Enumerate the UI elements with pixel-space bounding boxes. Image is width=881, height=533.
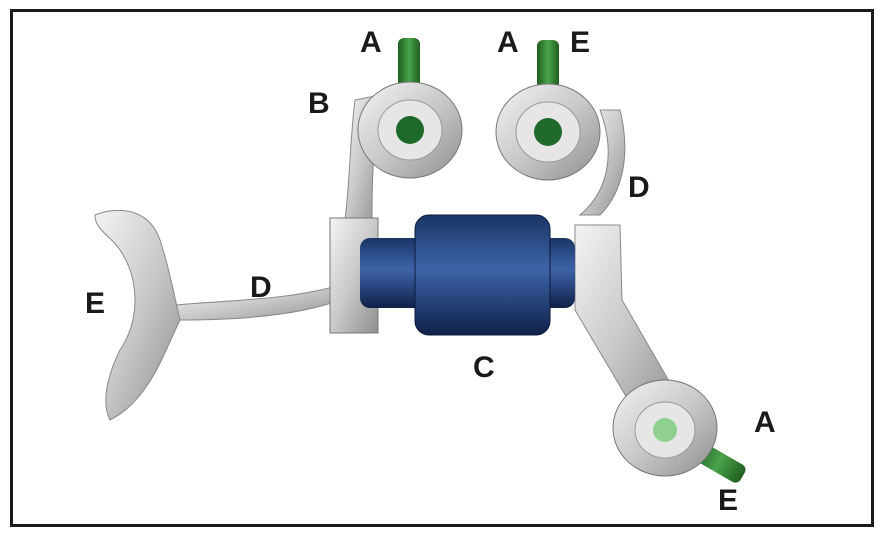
arm-right-upper	[578, 109, 626, 216]
label-a-bottom: A	[754, 406, 776, 439]
label-d-right: D	[628, 171, 650, 204]
ring-top-right	[495, 83, 601, 181]
ring-bottom	[612, 379, 718, 477]
screw-top-right	[537, 40, 559, 90]
label-e-bottom: E	[718, 484, 739, 517]
left-footplate	[94, 209, 181, 421]
label-e-left: E	[85, 287, 106, 320]
label-e-top-right: E	[570, 26, 591, 59]
label-b: B	[308, 87, 330, 120]
label-a-top-left: A	[360, 26, 382, 59]
label-c: C	[473, 351, 495, 384]
screw-top-left	[398, 38, 420, 88]
ring-top-left	[357, 81, 463, 179]
label-a-top-right: A	[497, 26, 519, 59]
diagram-frame	[10, 9, 874, 527]
label-d-left: D	[250, 271, 272, 304]
